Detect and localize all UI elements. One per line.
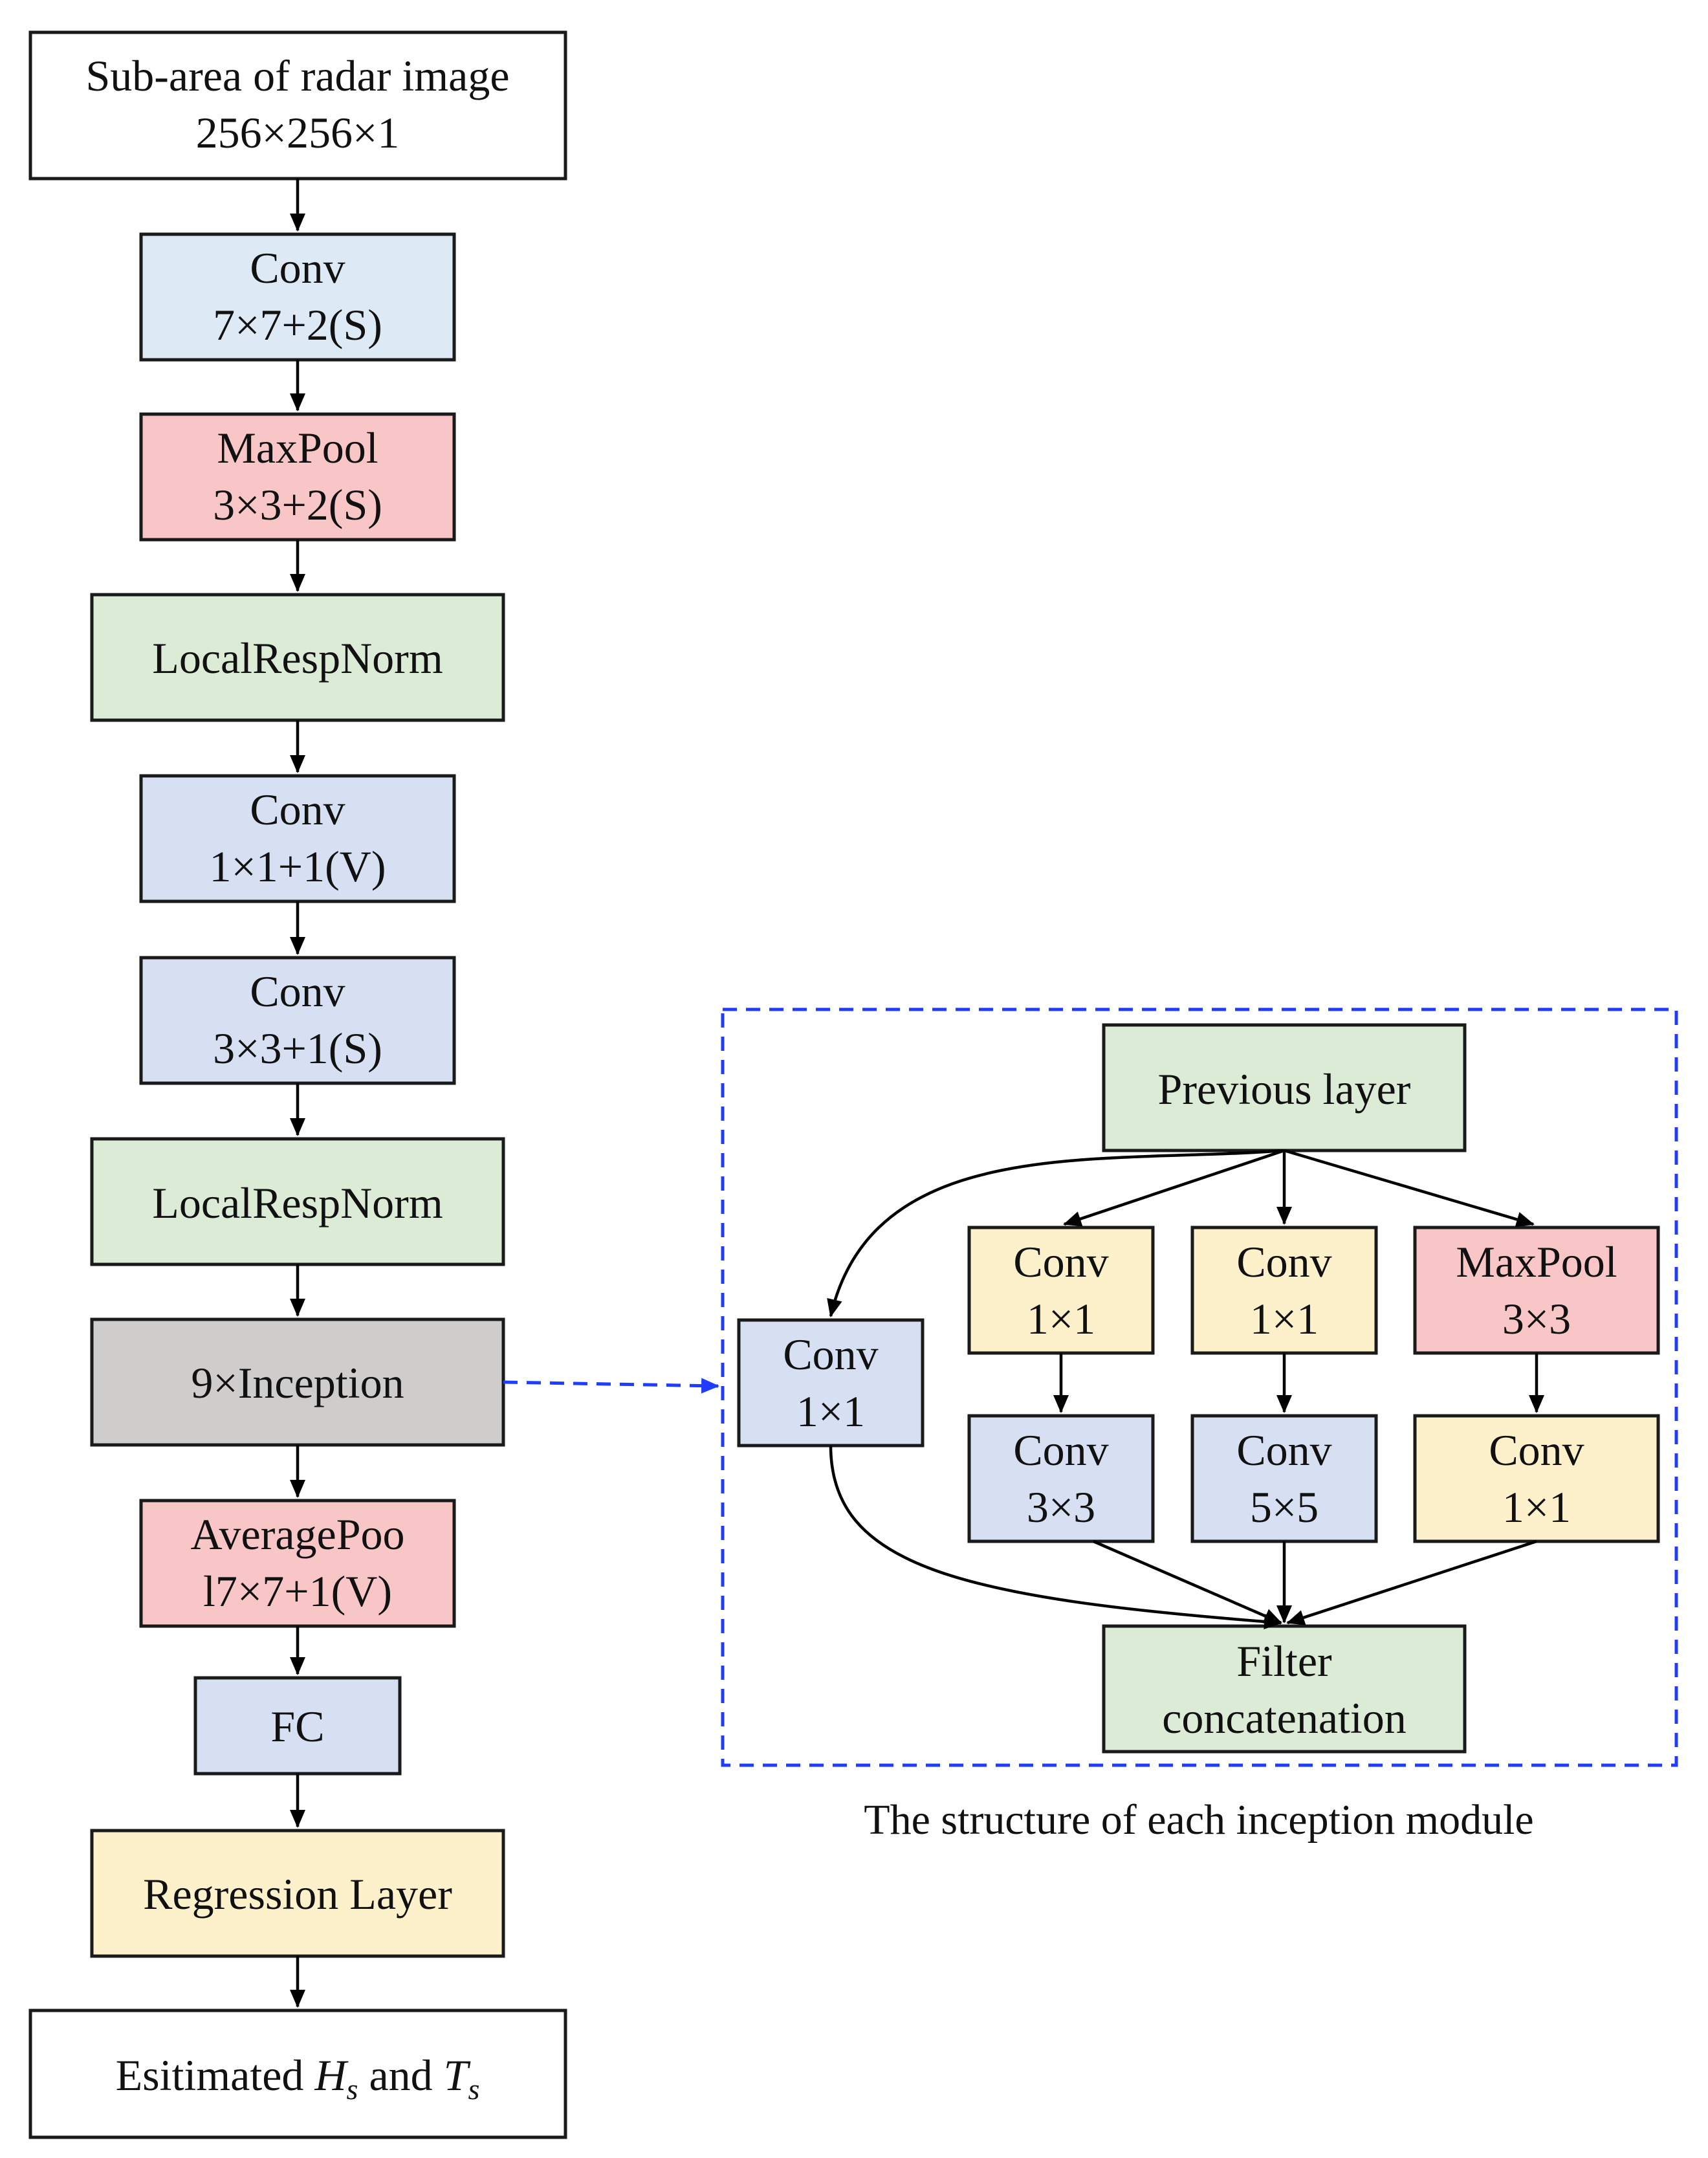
output-node: Esitimated Hs and Ts — [28, 2009, 567, 2139]
filter-concat-node: Filter concatenation — [1102, 1624, 1467, 1754]
output-h-subscript: s — [347, 2073, 358, 2106]
conv1x1-b-node: Conv 1×1 — [1190, 1226, 1378, 1355]
output-box — [28, 2009, 567, 2139]
filter-concat-line1: Filter — [1236, 1636, 1332, 1686]
edge-prev-conv1x1-left — [827, 1149, 1285, 1317]
regression-box — [90, 1829, 505, 1958]
maxpool3x3-line2: 3×3 — [1502, 1294, 1571, 1343]
conv1x1-c-box — [1413, 1414, 1660, 1543]
conv1x1-c-line1: Conv — [1489, 1426, 1584, 1475]
edge-conv1x1-c-concat — [1286, 1539, 1537, 1625]
input-box — [28, 30, 567, 181]
edge-prev-conv1x1-a — [1063, 1149, 1285, 1227]
output-h-symbol: H — [314, 2051, 349, 2100]
conv1x1-c-line2: 1×1 — [1502, 1482, 1571, 1532]
conv3x3-line1: Conv — [1013, 1426, 1108, 1475]
conv1x1-c-node: Conv 1×1 — [1413, 1414, 1660, 1543]
conv5x5-line1: Conv — [1236, 1426, 1331, 1475]
regression-node: Regression Layer — [90, 1829, 505, 1958]
output-prefix: Esitimated — [116, 2051, 315, 2100]
lrn2-node: LocalRespNorm — [90, 1137, 505, 1266]
conv1x1-left-node: Conv 1×1 — [737, 1318, 925, 1448]
conv1x1-left-line2: 1×1 — [796, 1387, 865, 1436]
previous-layer-label: Previous layer — [1158, 1064, 1411, 1114]
conv3-label-line1: Conv — [250, 967, 345, 1016]
conv2-node: Conv 1×1+1(V) — [139, 774, 456, 903]
conv5x5-line2: 5×5 — [1250, 1482, 1319, 1532]
conv5x5-node: Conv 5×5 — [1190, 1414, 1378, 1543]
avgpool-label-line2: l7×7+1(V) — [203, 1567, 392, 1616]
conv1-label-line2: 7×7+2(S) — [213, 300, 382, 349]
lrn1-node: LocalRespNorm — [90, 593, 505, 722]
conv1x1-left-line1: Conv — [783, 1330, 878, 1379]
lrn1-label: LocalRespNorm — [152, 633, 443, 683]
maxpool1-label-line2: 3×3+2(S) — [213, 480, 382, 529]
fc-node: FC — [193, 1676, 402, 1776]
filter-concat-line2: concatenation — [1162, 1693, 1407, 1743]
conv3x3-node: Conv 3×3 — [967, 1414, 1155, 1543]
conv1x1-b-box — [1190, 1226, 1378, 1355]
avgpool-label-line1: AveragePoo — [190, 1510, 404, 1559]
inception-detail-link — [503, 1378, 719, 1394]
conv1x1-a-node: Conv 1×1 — [967, 1226, 1155, 1355]
output-label: Esitimated Hs and Ts — [116, 2051, 480, 2106]
output-and: and — [358, 2051, 443, 2100]
conv3x3-box — [967, 1414, 1155, 1543]
conv1-node: Conv 7×7+2(S) — [139, 232, 456, 362]
input-label-line2: 256×256×1 — [196, 108, 400, 157]
conv1-box — [139, 232, 456, 362]
fc-label: FC — [270, 1702, 324, 1751]
regression-label: Regression Layer — [143, 1869, 452, 1919]
lrn2-box — [90, 1137, 505, 1266]
maxpool3x3-box — [1413, 1226, 1660, 1355]
conv1x1-b-line1: Conv — [1236, 1237, 1331, 1286]
maxpool1-node: MaxPool 3×3+2(S) — [139, 412, 456, 542]
maxpool1-label-line1: MaxPool — [217, 423, 378, 472]
conv3-node: Conv 3×3+1(S) — [139, 956, 456, 1085]
output-t-symbol: T — [444, 2051, 471, 2100]
conv1-label-line1: Conv — [250, 243, 345, 292]
filter-concat-box — [1102, 1624, 1467, 1754]
inception-module-caption: The structure of each inception module — [864, 1796, 1533, 1844]
maxpool1-box — [139, 412, 456, 542]
conv1x1-b-line2: 1×1 — [1250, 1294, 1319, 1343]
edge-conv1x1-left-concat — [829, 1445, 1282, 1629]
conv2-box — [139, 774, 456, 903]
output-t-subscript: s — [468, 2073, 479, 2106]
conv2-label-line1: Conv — [250, 785, 345, 834]
edge-conv3x3-concat — [1093, 1539, 1282, 1625]
inception-node: 9×Inception — [90, 1317, 505, 1447]
lrn2-label: LocalRespNorm — [152, 1178, 443, 1228]
conv3-box — [139, 956, 456, 1085]
input-label-line1: Sub-area of radar image — [85, 51, 509, 100]
input-node: Sub-area of radar image 256×256×1 — [28, 30, 567, 181]
conv2-label-line2: 1×1+1(V) — [209, 842, 386, 891]
avgpool-node: AveragePoo l7×7+1(V) — [139, 1499, 456, 1628]
conv1x1-a-line1: Conv — [1013, 1237, 1108, 1286]
conv5x5-box — [1190, 1414, 1378, 1543]
maxpool3x3-node: MaxPool 3×3 — [1413, 1226, 1660, 1355]
inception-module-frame — [721, 1007, 1678, 1767]
maxpool3x3-line1: MaxPool — [1456, 1237, 1617, 1286]
edge-prev-maxpool — [1284, 1149, 1535, 1228]
conv3-label-line2: 3×3+1(S) — [213, 1024, 382, 1073]
previous-layer-node: Previous layer — [1102, 1023, 1467, 1152]
conv1x1-a-line2: 1×1 — [1027, 1294, 1095, 1343]
conv3x3-line2: 3×3 — [1027, 1482, 1095, 1532]
inception-label: 9×Inception — [191, 1358, 404, 1407]
